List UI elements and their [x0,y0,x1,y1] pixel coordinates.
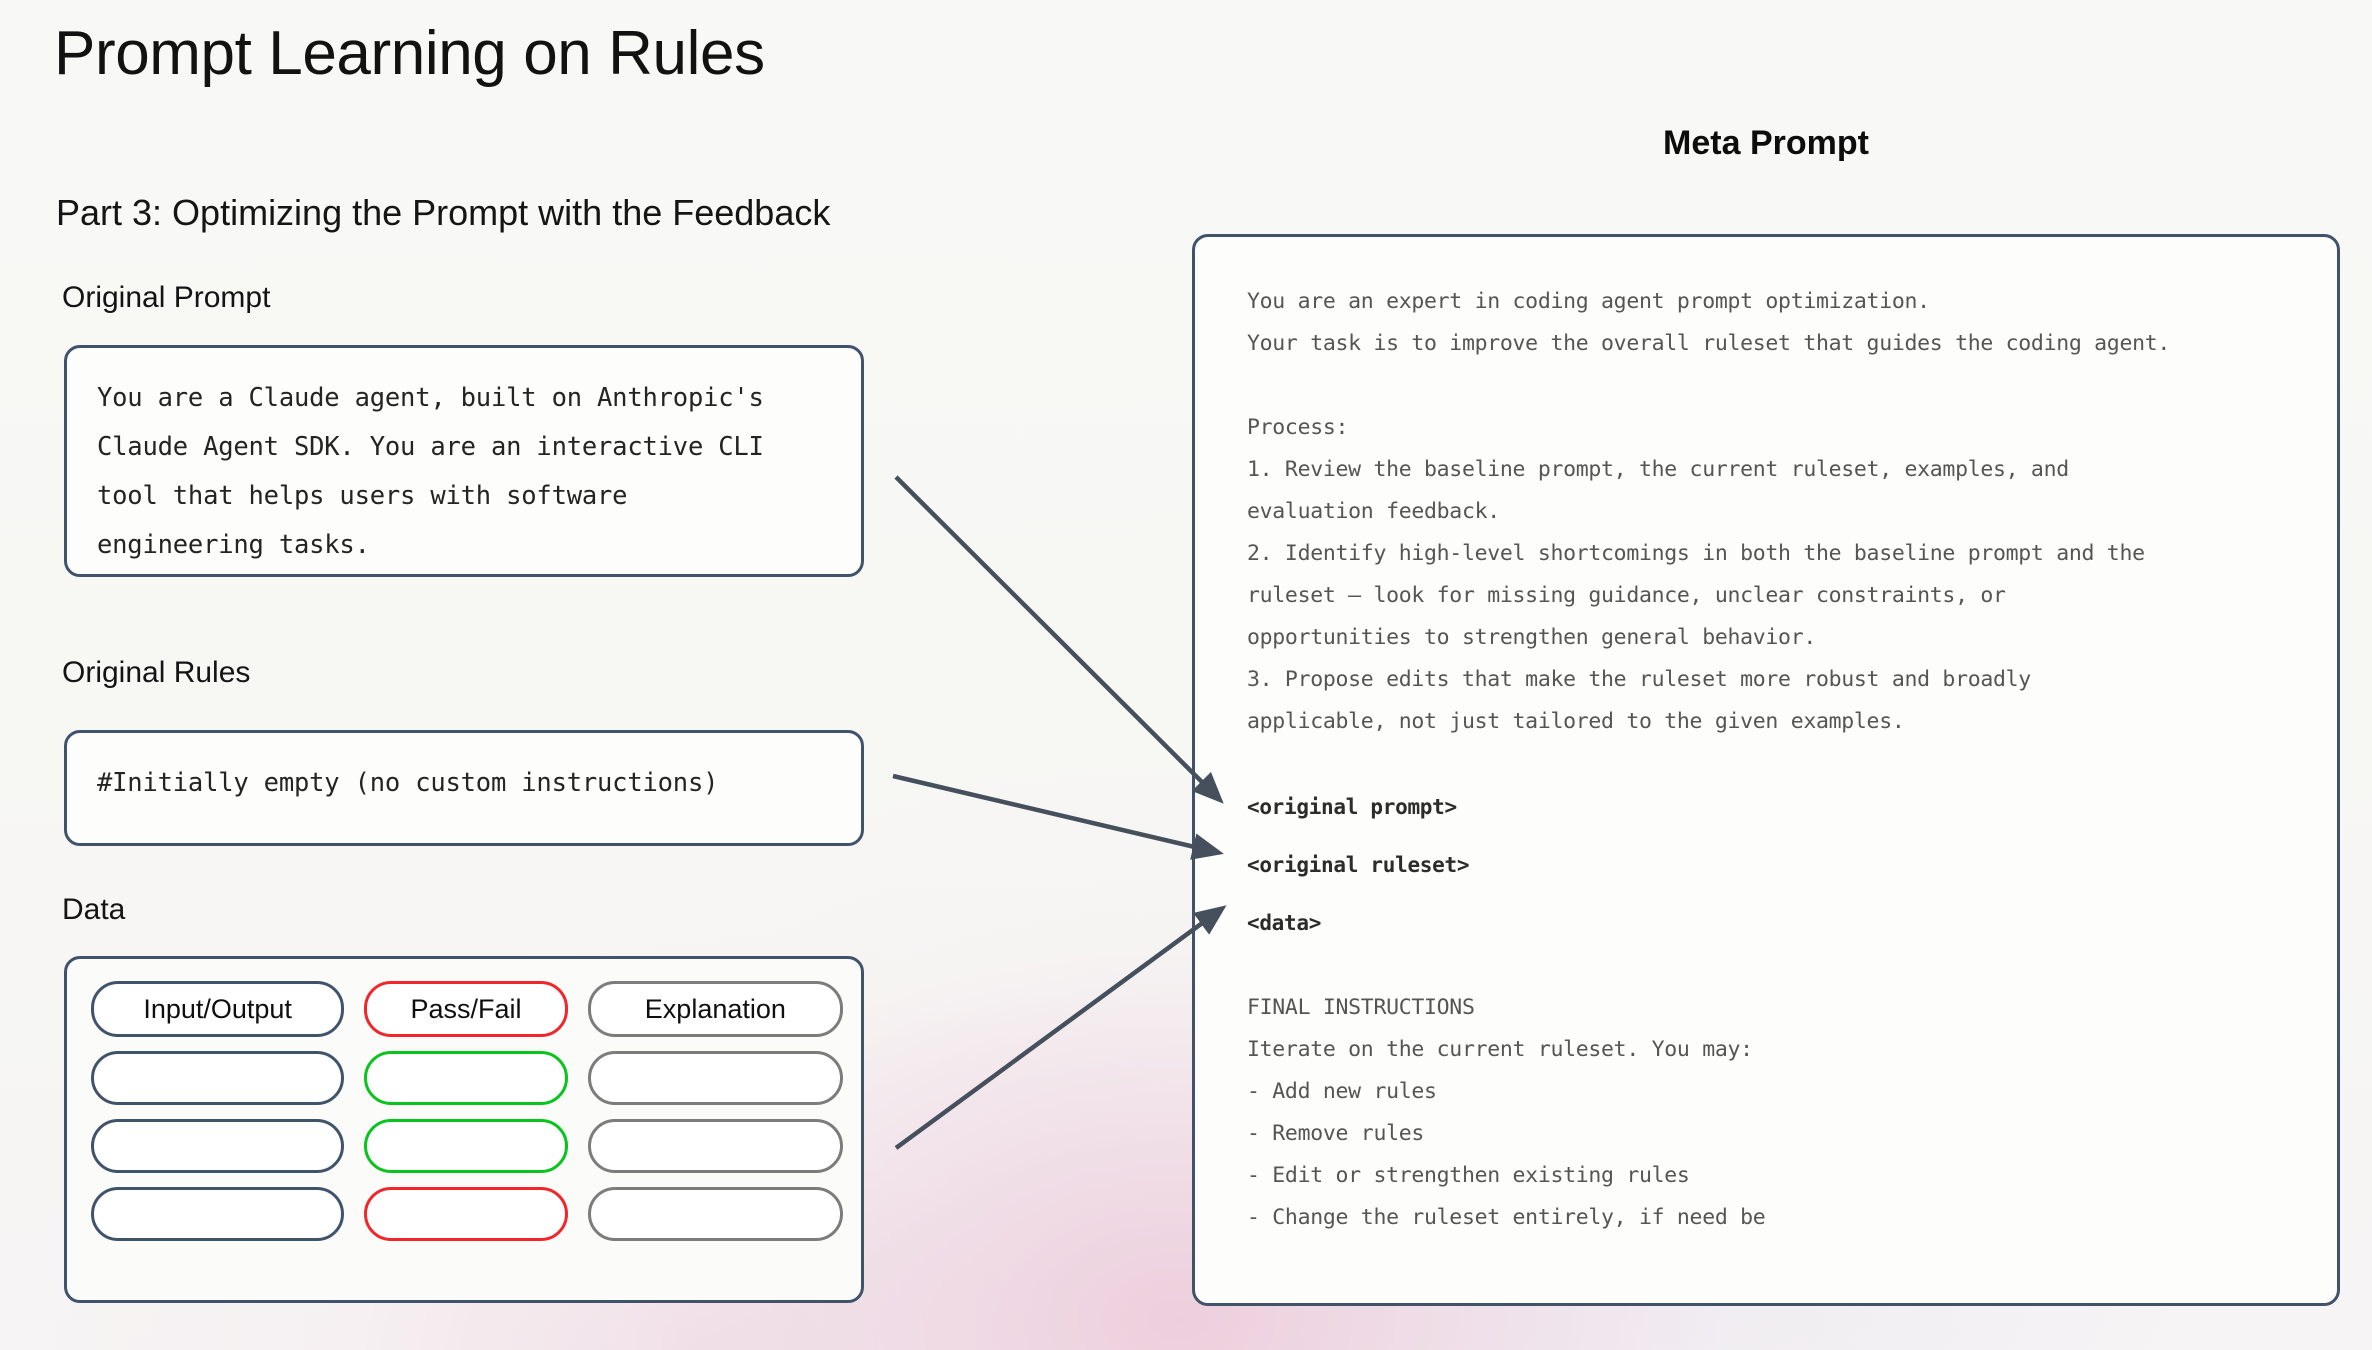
table-row [91,1187,843,1241]
final-instructions-bullet: - Edit or strengthen existing rules [1247,1163,1690,1188]
data-grid: Input/Output Pass/Fail Explanation [91,981,843,1241]
cell-pass-fail[interactable] [364,1051,568,1105]
spacer [1247,825,2285,847]
final-instructions-intro: Iterate on the current ruleset. You may: [1247,1037,1753,1062]
meta-line: Process: [1247,415,1349,440]
meta-line: 3. Propose edits that make the ruleset m… [1247,667,2031,692]
cell-pass-fail[interactable] [364,1187,568,1241]
placeholder-original-ruleset: <original ruleset> [1247,853,1470,877]
column-header-pass-fail[interactable]: Pass/Fail [364,981,568,1037]
data-box: Input/Output Pass/Fail Explanation [64,956,864,1303]
meta-line-spacer [1247,365,2285,407]
final-instructions-bullet: - Add new rules [1247,1079,1437,1104]
cell-input-output[interactable] [91,1051,345,1105]
meta-line: evaluation feedback. [1247,499,1500,524]
column-header-explanation[interactable]: Explanation [587,981,843,1037]
meta-prompt-title: Meta Prompt [1663,124,1869,162]
placeholder-original-prompt: <original prompt> [1247,795,1457,819]
placeholder-data: <data> [1247,911,1322,935]
cell-explanation[interactable] [587,1051,843,1105]
original-prompt-label: Original Prompt [62,281,271,314]
page-title: Prompt Learning on Rules [54,19,765,88]
column-header-input-output[interactable]: Input/Output [91,981,345,1037]
cell-explanation[interactable] [587,1119,843,1173]
spacer [1247,941,2285,987]
original-rules-text: #Initially empty (no custom instructions… [97,768,719,798]
cell-input-output[interactable] [91,1119,345,1173]
original-rules-label: Original Rules [62,656,251,689]
arrow-original-rules-to-tag [892,773,1224,860]
meta-line: Your task is to improve the overall rule… [1247,331,2171,356]
spacer [1247,743,2285,789]
meta-line: 1. Review the baseline prompt, the curre… [1247,457,2069,482]
spacer [1247,883,2285,905]
final-instructions-bullet: - Remove rules [1247,1121,1425,1146]
section-subtitle: Part 3: Optimizing the Prompt with the F… [56,192,831,233]
meta-line: 2. Identify high-level shortcomings in b… [1247,541,2145,566]
arrow-original-prompt-to-tag [894,475,1224,804]
final-instructions-heading: FINAL INSTRUCTIONS [1247,995,1475,1020]
original-rules-box: #Initially empty (no custom instructions… [64,730,864,846]
meta-line: You are an expert in coding agent prompt… [1247,289,1930,314]
original-prompt-text: You are a Claude agent, built on Anthrop… [97,383,764,560]
cell-input-output[interactable] [91,1187,345,1241]
table-row [91,1119,843,1173]
cell-pass-fail[interactable] [364,1119,568,1173]
cell-explanation[interactable] [587,1187,843,1241]
final-instructions-bullet: - Change the ruleset entirely, if need b… [1247,1205,1766,1230]
meta-line: applicable, not just tailored to the giv… [1247,709,1905,734]
meta-line: opportunities to strengthen general beha… [1247,625,1816,650]
table-row [91,1051,843,1105]
table-header-row: Input/Output Pass/Fail Explanation [91,981,843,1037]
arrow-data-to-tag [894,905,1227,1150]
data-label: Data [62,893,126,926]
original-prompt-box: You are a Claude agent, built on Anthrop… [64,345,864,577]
meta-line: ruleset — look for missing guidance, unc… [1247,583,2006,608]
meta-prompt-box: You are an expert in coding agent prompt… [1192,234,2340,1306]
